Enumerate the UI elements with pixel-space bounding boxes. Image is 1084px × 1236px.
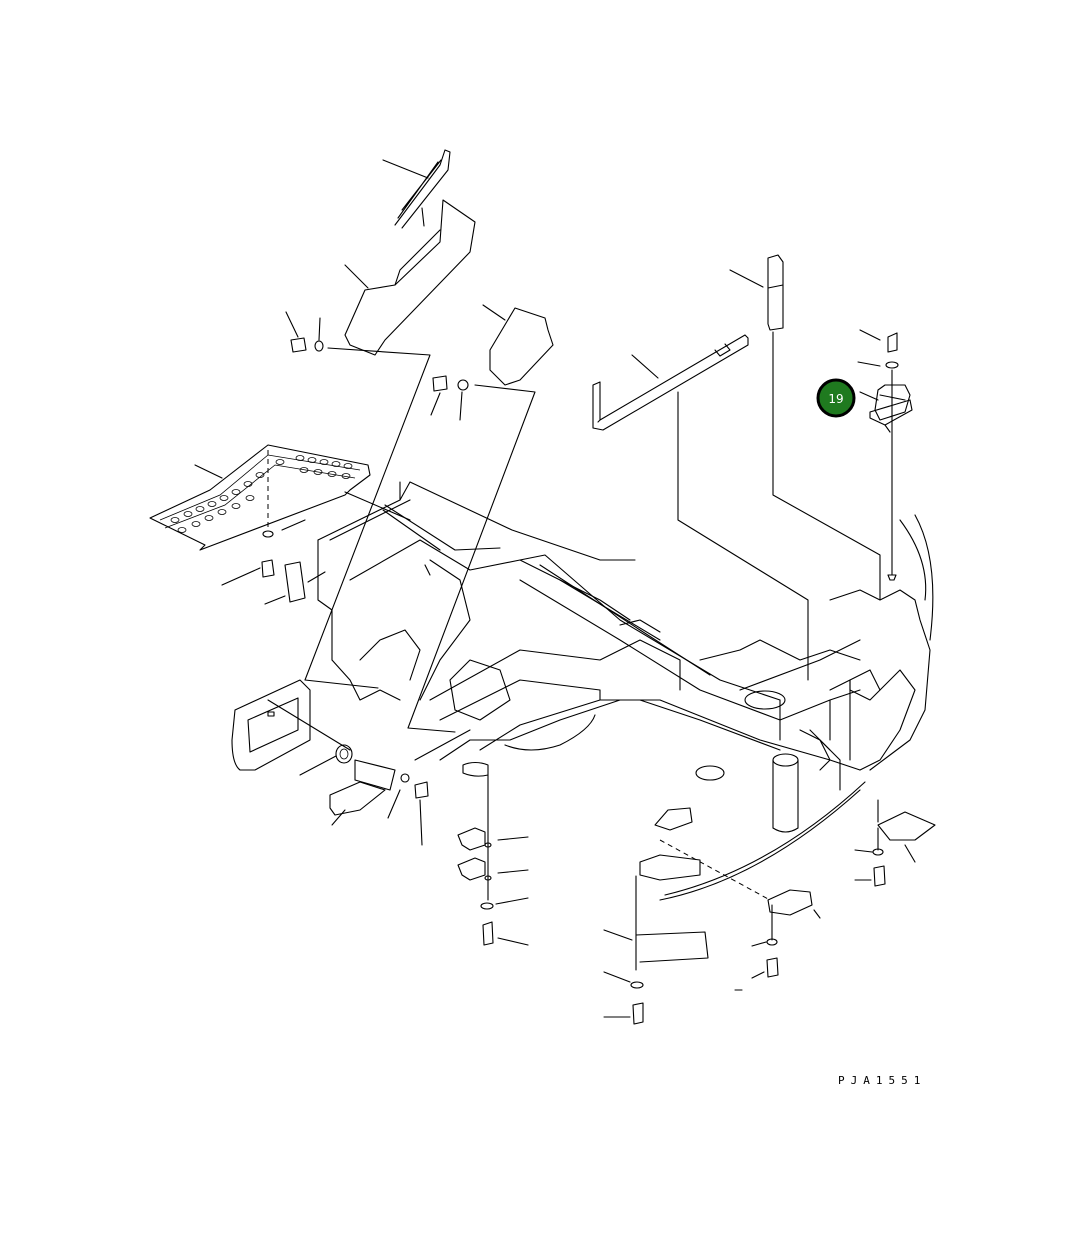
fasteners-lower-center — [603, 799, 936, 1025]
fasteners-upper — [221, 311, 469, 586]
long-angle-strip — [592, 334, 809, 681]
middle-left-cover — [482, 304, 554, 386]
revolving-frame — [231, 481, 934, 901]
figure-code: PJA1551 — [838, 1074, 927, 1087]
fasteners-lower-left — [267, 699, 529, 946]
bracket-assembly — [857, 329, 913, 581]
callout-label-19: 19 — [828, 392, 843, 406]
upper-left-cover — [344, 149, 476, 356]
callout-19[interactable]: 19 — [816, 378, 856, 418]
vertical-bar — [729, 254, 881, 601]
leader-lines — [304, 347, 536, 761]
rubber-pad — [264, 561, 326, 605]
callout-circle-19[interactable] — [816, 378, 856, 418]
perforated-plate — [149, 444, 371, 551]
